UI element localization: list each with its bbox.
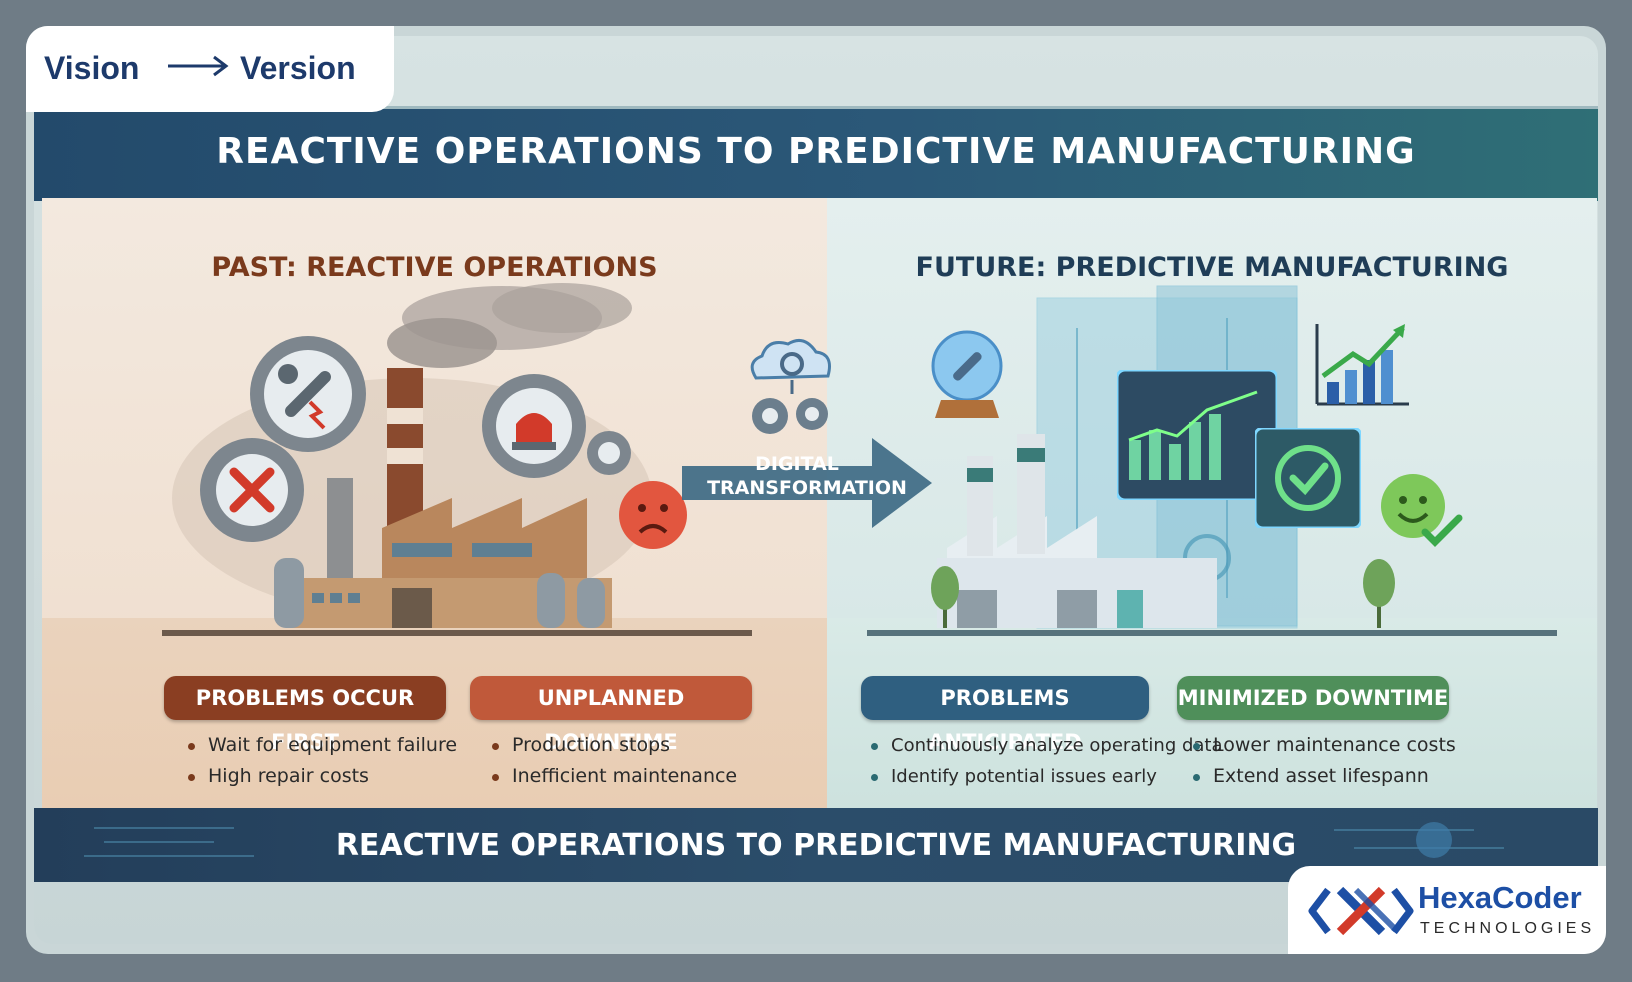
slide-frame: REACTIVE OPERATIONS TO PREDICTIVE MANUFA…: [26, 26, 1606, 954]
check-monitor-icon: [1255, 428, 1361, 528]
past-heading: PAST: REACTIVE OPERATIONS: [211, 252, 658, 283]
list-item: Wait for equipment failure: [186, 730, 457, 761]
hexacoder-logo-icon: [1308, 886, 1414, 936]
page-title: REACTIVE OPERATIONS TO PREDICTIVE MANUFA…: [216, 131, 1416, 172]
x-gear-icon: [200, 438, 304, 542]
transformation-label-1: DIGITAL: [755, 453, 839, 475]
vision-version-tab: Vision Version: [26, 26, 394, 112]
growth-dashboard-icon: [1117, 370, 1277, 500]
list-item: Inefficient maintenance: [490, 761, 737, 792]
alarm-gear-icon: [482, 374, 586, 478]
smart-factory-illustration: [867, 285, 1557, 636]
list-item: Production stops: [490, 730, 737, 761]
past-card-2-label: UNPLANNED DOWNTIME: [470, 676, 752, 754]
wrench-gear-icon: [250, 336, 366, 452]
list-item: Identify potential issues early: [869, 761, 1223, 792]
slide: REACTIVE OPERATIONS TO PREDICTIVE MANUFA…: [34, 36, 1598, 944]
list-item: Lower maintenance costs: [1191, 730, 1456, 761]
logo-name: HexaCoder: [1418, 880, 1582, 915]
happy-face-icon: [1381, 474, 1463, 547]
future-card-2-label: MINIMIZED DOWNTIME: [1177, 676, 1449, 720]
future-heading: FUTURE: PREDICTIVE MANUFACTURING: [915, 252, 1509, 283]
list-item: Continuously analyze operating data: [869, 730, 1223, 761]
old-factory-illustration: [162, 283, 752, 636]
past-panel: PAST: REACTIVE OPERATIONS: [42, 198, 827, 808]
logo-subtitle: TECHNOLOGIES: [1420, 920, 1596, 937]
past-card-2-list: Production stops Inefficient maintenance: [490, 730, 737, 792]
future-card-2-list: Lower maintenance costs Extend asset lif…: [1191, 730, 1456, 792]
past-card-1-label: PROBLEMS OCCUR FIRST: [164, 676, 446, 754]
future-card-1-label: PROBLEMS ANTICIPATED: [861, 676, 1149, 754]
small-gear-icon: [587, 431, 631, 475]
past-card-1-list: Wait for equipment failure High repair c…: [186, 730, 457, 792]
footer-title: REACTIVE OPERATIONS TO PREDICTIVE MANUFA…: [335, 828, 1297, 863]
arrow-right-icon: [168, 55, 229, 77]
transformation-label-2: TRANSFORMATION: [707, 477, 907, 499]
version-label: Version: [240, 50, 356, 86]
future-card-1-list: Continuously analyze operating data Iden…: [869, 730, 1223, 792]
vision-label: Vision: [44, 50, 140, 86]
growth-chart-icon: [1315, 324, 1409, 406]
title-banner: REACTIVE OPERATIONS TO PREDICTIVE MANUFA…: [34, 106, 1598, 201]
sad-face-icon: [619, 481, 687, 549]
list-item: High repair costs: [186, 761, 457, 792]
future-panel: FUTURE: PREDICTIVE MANUFACTURING: [827, 198, 1597, 808]
cloud-gear-icon: [750, 338, 831, 434]
list-item: Extend asset lifespann: [1191, 761, 1456, 792]
company-logo: HexaCoder TECHNOLOGIES: [1288, 866, 1606, 954]
circuit-decoration: [84, 822, 1504, 858]
crystal-ball-icon: [931, 330, 1003, 418]
